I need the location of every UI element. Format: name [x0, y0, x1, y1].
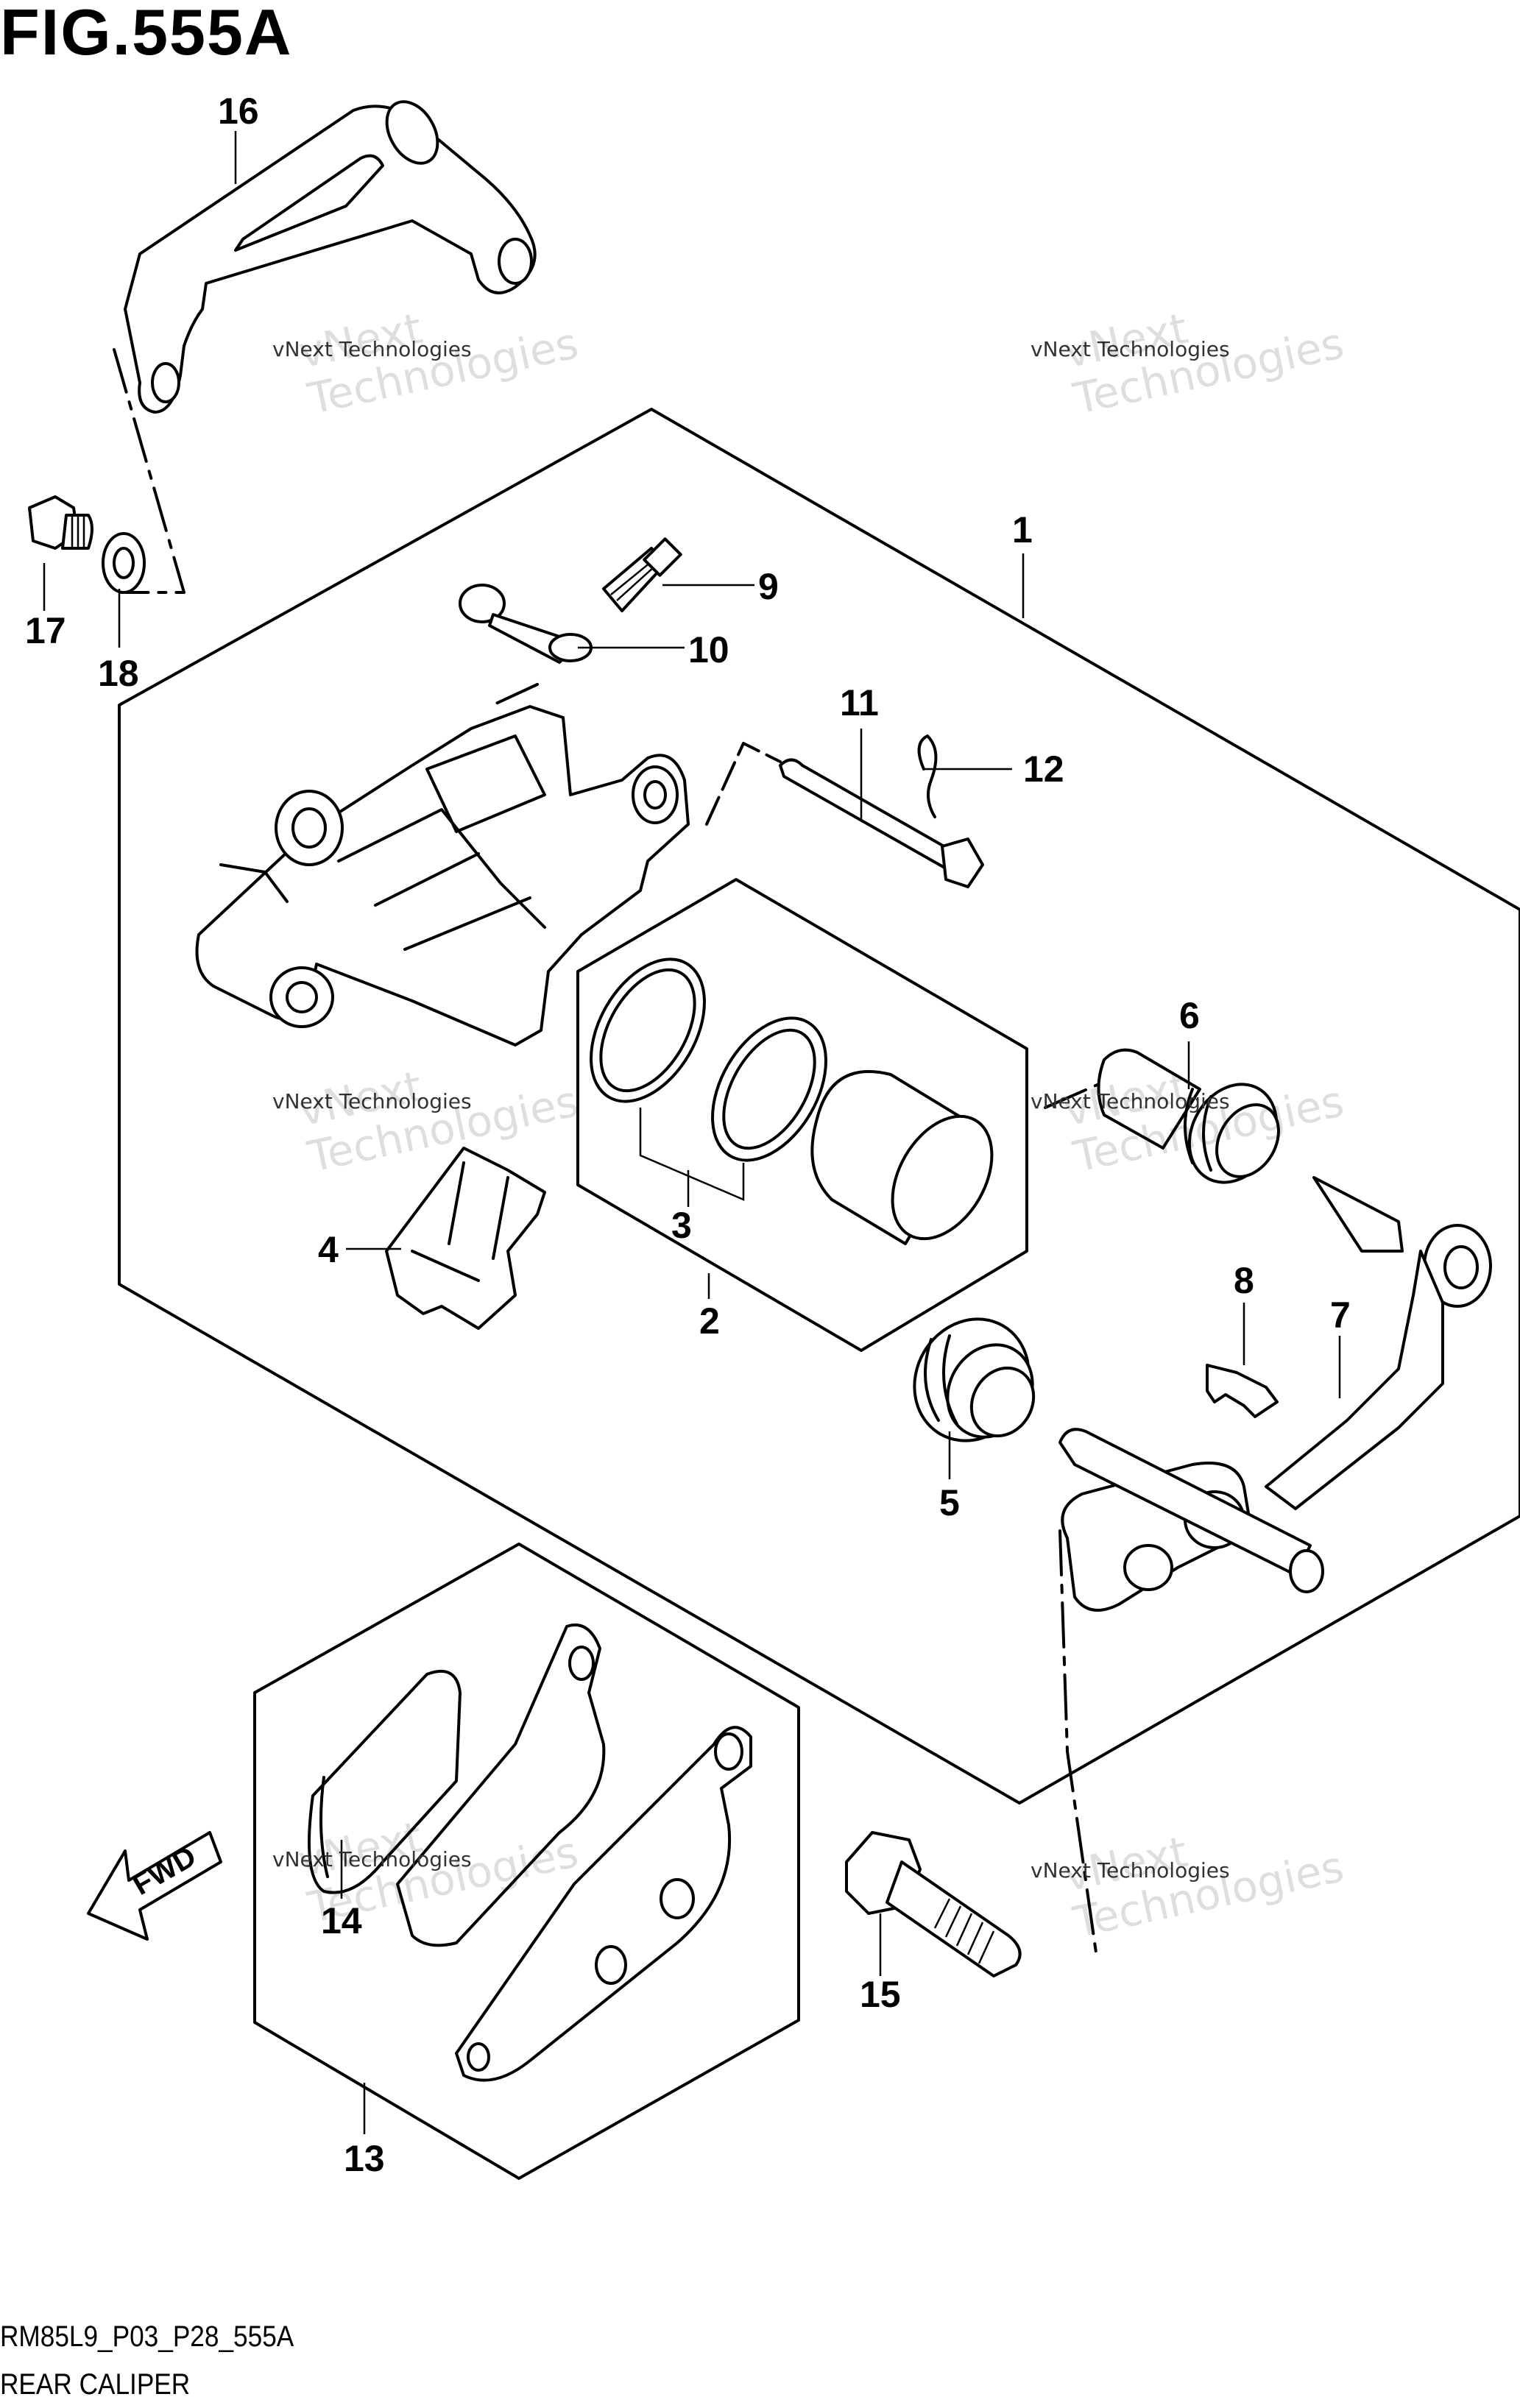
sleeve-guide-line — [1044, 1080, 1106, 1109]
callout-17: 17 — [25, 610, 66, 651]
callout-15: 15 — [860, 1974, 901, 2015]
callout-1: 1 — [1012, 509, 1033, 550]
callout-18: 18 — [98, 653, 139, 694]
pad-pin — [779, 758, 984, 888]
callout-2: 2 — [699, 1300, 720, 1342]
pad-spring — [385, 1147, 546, 1330]
slide-pin-bracket — [1058, 1176, 1492, 1612]
pad-pin-clip — [917, 734, 938, 818]
retainer-clip — [1206, 1364, 1279, 1418]
piston-boot — [913, 1317, 1036, 1442]
bracket-washer — [102, 532, 146, 594]
watermark-small: vNext Technologies — [272, 1847, 472, 1871]
callout-8: 8 — [1234, 1260, 1254, 1301]
diagram-code: RM85L9_P03_P28_555A — [0, 2320, 294, 2353]
callout-4: 4 — [318, 1229, 339, 1270]
figure-title: FIG.555A — [0, 0, 293, 68]
brake-pad-inner — [308, 1670, 462, 1894]
assembly-outline — [118, 408, 1520, 1805]
callout-14: 14 — [321, 1900, 362, 1941]
caliper-bolt — [845, 1831, 1022, 1977]
pin-guide-line — [488, 683, 539, 708]
bleeder-valve — [602, 537, 682, 612]
caliper-body — [195, 705, 690, 1047]
callout-11: 11 — [840, 682, 879, 723]
watermark-small: vNext Technologies — [1031, 337, 1230, 361]
callout-16: 16 — [218, 91, 259, 132]
bracket-bolt — [28, 495, 93, 550]
brake-pad-outer — [455, 1726, 752, 2082]
callout-13: 13 — [344, 2138, 385, 2179]
forward-direction-arrow — [87, 1831, 222, 1941]
callout-9: 9 — [758, 566, 779, 607]
callout-3: 3 — [671, 1205, 692, 1246]
piston-seals — [590, 957, 827, 1207]
brake-pad-center — [396, 1623, 606, 1947]
piston-kit-outline — [576, 878, 1028, 1352]
callout-10: 10 — [688, 629, 729, 670]
caliper-bracket — [124, 100, 537, 414]
callout-12: 12 — [1023, 748, 1064, 790]
watermark-small: vNext Technologies — [1031, 1858, 1230, 1883]
pin-guide-line-2 — [705, 742, 782, 826]
watermark-small: vNext Technologies — [1031, 1089, 1230, 1113]
watermark-small: vNext Technologies — [272, 337, 472, 361]
diagram-caption: REAR CALIPER — [0, 2368, 191, 2401]
bleeder-cap — [459, 584, 593, 664]
piston — [810, 1070, 994, 1245]
callout-5: 5 — [939, 1482, 960, 1523]
leader-lines — [43, 131, 1341, 2134]
callout-6: 6 — [1179, 995, 1200, 1036]
slide-pin-boot — [1097, 1048, 1280, 1184]
bolt-guide-line — [1058, 1529, 1098, 1959]
watermark-small: vNext Technologies — [272, 1089, 472, 1113]
bracket-guide-line — [113, 348, 185, 594]
callout-7: 7 — [1330, 1295, 1351, 1336]
pad-set-outline — [253, 1543, 800, 2180]
